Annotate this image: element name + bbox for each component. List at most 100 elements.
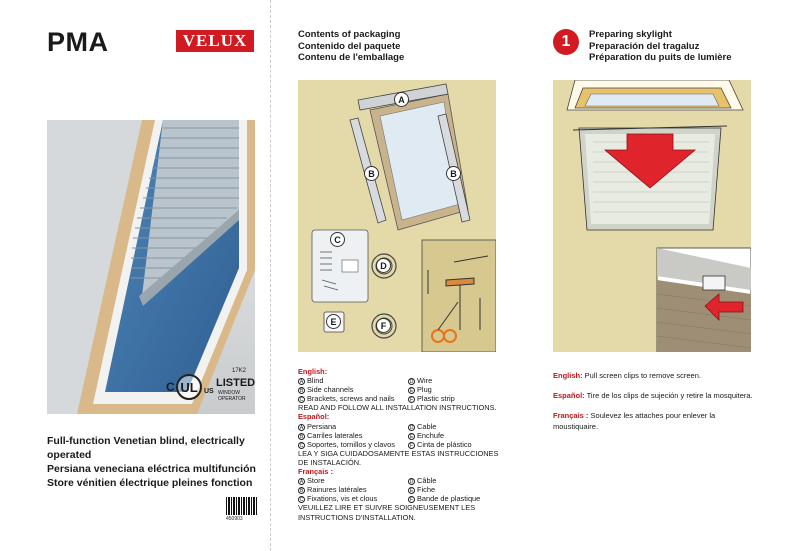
part-label-a: A: [394, 92, 409, 107]
part-letter: E: [408, 487, 415, 495]
part-letter: F: [408, 441, 415, 449]
part-text: Persiana: [307, 421, 337, 431]
part-text: Cinta de plástico: [417, 439, 472, 449]
heading-french: Contenu de l'emballage: [298, 52, 405, 63]
product-subtitles: Full-function Venetian blind, electrical…: [47, 434, 270, 490]
part-label-b-right: B: [446, 166, 461, 181]
remove-screen-drawing: [566, 79, 752, 353]
ul-number: 17K2: [232, 368, 247, 374]
step-heading-spanish: Preparación del tragaluz: [589, 40, 700, 52]
step-number-badge: 1: [553, 29, 579, 55]
velux-logo: VELUX: [176, 30, 254, 52]
part-letter: D: [408, 423, 415, 431]
part-text: Bande de plastique: [417, 494, 481, 504]
contents-heading: Contents of packaging Contenido del paqu…: [298, 29, 404, 64]
product-code: PMA: [47, 27, 109, 57]
note-english: READ AND FOLLOW ALL INSTALLATION INSTRUC…: [298, 403, 497, 413]
fold-line: [270, 0, 271, 551]
part-letter: C: [298, 396, 305, 404]
product-photo: [47, 120, 255, 414]
part-text: Fixations, vis et clous: [307, 494, 378, 504]
part-text: Plug: [417, 385, 432, 395]
part-text: Cable: [417, 421, 437, 431]
part-letter: A: [298, 478, 305, 486]
part-text: Brackets, screws and nails: [307, 394, 395, 404]
subtitle-spanish: Persiana veneciana eléctrica multifunció…: [47, 463, 256, 475]
part-letter: E: [408, 432, 415, 440]
step-panel: 1 Preparing skylight Preparación del tra…: [553, 0, 808, 551]
step-heading: Preparing skylight Preparación del traga…: [589, 29, 732, 64]
cover-panel: PMA VELUX: [0, 0, 270, 551]
instruction-text: Pull screen clips to remove screen.: [582, 371, 701, 380]
instruction-french: Français : Soulevez les attaches pour en…: [553, 410, 753, 432]
part-letter: E: [408, 387, 415, 395]
heading-english: Contents of packaging: [298, 29, 401, 40]
instruction-text: Soulevez les attaches pour enlever la mo…: [553, 411, 716, 431]
instruction-text: Tire de los clips de sujeción y retire l…: [584, 391, 753, 400]
barcode: [226, 497, 258, 515]
part-letter: A: [298, 423, 305, 431]
lang-label-english: English:: [298, 367, 328, 376]
step-heading-english: Preparing skylight: [589, 29, 672, 40]
heading-spanish: Contenido del paquete: [298, 40, 401, 52]
instruction-spanish: Español: Tire de los clips de sujeción y…: [553, 390, 753, 401]
ul-us-suffix: US: [204, 388, 214, 395]
part-label-e: E: [326, 314, 341, 329]
note-french: VEUILLEZ LIRE ET SUIVRE SOIGNEUSEMENT LE…: [298, 503, 476, 522]
part-letter: B: [298, 487, 305, 495]
part-letter: B: [298, 432, 305, 440]
part-text: Fiche: [417, 485, 436, 495]
skylight-blind-image: [47, 120, 255, 414]
part-label-c: C: [330, 232, 345, 247]
part-letter: F: [408, 496, 415, 504]
part-letter: D: [408, 478, 415, 486]
barcode-number: 450903: [226, 516, 243, 522]
part-text: Carriles laterales: [307, 430, 363, 440]
part-letter: F: [408, 396, 415, 404]
part-text: Câble: [417, 476, 437, 486]
contents-illustration: A B B C D E F: [298, 80, 497, 353]
note-spanish: LEA Y SIGA CUIDADOSAMENTE ESTAS INSTRUCC…: [298, 448, 499, 467]
part-text: Blind: [307, 376, 324, 386]
part-label-b-left: B: [364, 166, 379, 181]
part-text: Rainures latérales: [307, 485, 367, 495]
instruction-lang-label: Español:: [553, 391, 585, 400]
part-text: Wire: [417, 376, 433, 386]
subtitle-french: Store vénitien électrique pleines foncti…: [47, 477, 253, 489]
part-text: Plastic strip: [417, 394, 455, 404]
step-illustration: [553, 79, 752, 353]
ul-category: WINDOW OPERATOR: [218, 390, 246, 402]
part-letter: D: [408, 378, 415, 386]
ul-listed-text: LISTED: [216, 377, 256, 389]
ul-c-prefix: C: [166, 380, 175, 394]
part-text: Enchufe: [417, 430, 445, 440]
lang-label-spanish: Español:: [298, 412, 330, 422]
part-text: Side channels: [307, 385, 354, 395]
step-instructions: English: Pull screen clips to remove scr…: [553, 370, 753, 441]
instruction-english: English: Pull screen clips to remove scr…: [553, 370, 753, 381]
part-label-d: D: [376, 258, 391, 273]
part-label-f: F: [376, 318, 391, 333]
step-heading-french: Préparation du puits de lumière: [589, 52, 732, 63]
ul-logo: UL: [176, 374, 202, 400]
part-text: Store: [307, 476, 325, 486]
